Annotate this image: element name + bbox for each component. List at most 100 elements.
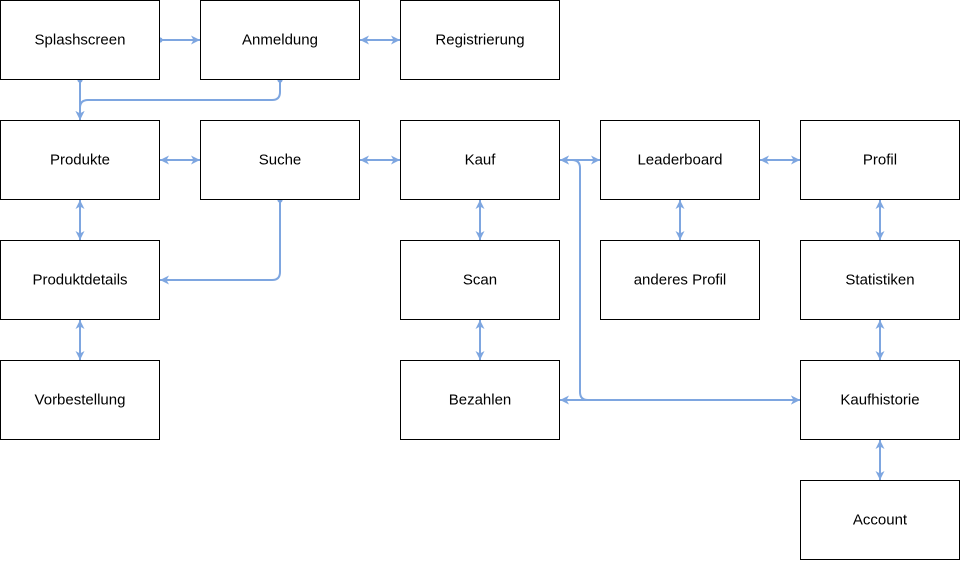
node-box [800,360,960,440]
arrowhead-icon [360,155,369,165]
arrowhead-icon [591,155,600,165]
arrowhead-icon [475,351,485,360]
arrowhead-icon [875,231,885,240]
node-box [600,120,760,200]
node-splashscreen: Splashscreen [0,0,160,80]
arrowhead-icon [791,395,800,405]
node-label: Account [853,512,908,529]
connector-anmeldung-produkte [75,77,283,121]
arrowhead-icon [875,471,885,480]
connector-scan-bezahlen [475,319,485,361]
node-label: Bezahlen [449,392,512,409]
node-label: anderes Profil [634,272,727,289]
arrowhead-icon [475,320,485,329]
arrowhead-icon [875,351,885,360]
connector-produktdetails-vorbestellung [75,319,85,361]
node-kaufhistorie: Kaufhistorie [800,360,960,440]
arrowhead-icon [475,200,485,209]
node-box [800,480,960,560]
arrowhead-icon [160,275,169,285]
node-box [0,240,160,320]
arrowhead-icon [391,35,400,45]
node-kauf: Kauf [400,120,560,200]
arrowhead-icon [191,155,200,165]
arrowhead-icon [191,35,200,45]
connector-produkte-produktdetails [75,199,85,241]
arrowhead-icon [560,395,569,405]
node-box [800,120,960,200]
node-label: Leaderboard [637,152,722,169]
connector-kauf-scan [475,199,485,241]
node-label: Anmeldung [242,32,318,49]
node-registrierung: Registrierung [400,0,560,80]
node-box [400,120,560,200]
node-profil: Profil [800,120,960,200]
arrowhead-icon [391,155,400,165]
connector-kaufhistorie-account [875,439,885,481]
node-box [400,240,560,320]
node-label: Produktdetails [32,272,127,289]
node-label: Registrierung [435,32,524,49]
arrowhead-icon [760,155,769,165]
node-label: Scan [463,272,497,289]
node-account: Account [800,480,960,560]
node-anmeldung: Anmeldung [200,0,360,80]
arrowhead-icon [75,200,85,209]
node-box [0,360,160,440]
arrowhead-icon [875,440,885,449]
node-label: Statistiken [845,272,914,289]
node-anderes-profil: anderes Profil [600,240,760,320]
connector-suche-produktdetails [159,197,283,285]
connector-profil-statistiken [875,199,885,241]
node-label: Profil [863,152,897,169]
node-box [600,240,760,320]
arrowhead-icon [560,155,569,165]
connector-splashscreen-anmeldung [157,35,201,45]
arrowhead-icon [475,231,485,240]
node-box [0,120,160,200]
arrowhead-icon [791,155,800,165]
node-box [200,0,360,80]
node-label: Suche [259,152,302,169]
node-produktdetails: Produktdetails [0,240,160,320]
node-vorbestellung: Vorbestellung [0,360,160,440]
node-produkte: Produkte [0,120,160,200]
connector-leaderboard-profil [759,155,801,165]
arrowhead-icon [675,231,685,240]
node-label: Vorbestellung [35,392,126,409]
arrowhead-icon [75,231,85,240]
connector-line [159,199,281,281]
node-bezahlen: Bezahlen [400,360,560,440]
node-scan: Scan [400,240,560,320]
connectors [75,35,885,481]
arrowhead-icon [675,200,685,209]
node-box [0,0,160,80]
arrowhead-icon [160,155,169,165]
connector-suche-kauf [359,155,401,165]
connector-statistiken-kaufhistorie [875,319,885,361]
connector-bezahlen-kaufhistorie [559,395,801,405]
connector-line [79,79,281,121]
node-label: Produkte [50,152,110,169]
arrowhead-icon [75,351,85,360]
arrowhead-icon [875,200,885,209]
arrowhead-icon [360,35,369,45]
node-label: Kaufhistorie [840,392,919,409]
node-leaderboard: Leaderboard [600,120,760,200]
node-box [200,120,360,200]
connector-anmeldung-registrierung [359,35,401,45]
node-box [400,360,560,440]
node-label: Kauf [465,152,497,169]
node-label: Splashscreen [35,32,126,49]
node-statistiken: Statistiken [800,240,960,320]
arrowhead-icon [75,111,85,120]
node-suche: Suche [200,120,360,200]
connector-produkte-suche [159,155,201,165]
node-box [800,240,960,320]
node-box [400,0,560,80]
arrowhead-icon [875,320,885,329]
arrowhead-icon [75,320,85,329]
connector-leaderboard-anderes-profil [675,199,685,241]
